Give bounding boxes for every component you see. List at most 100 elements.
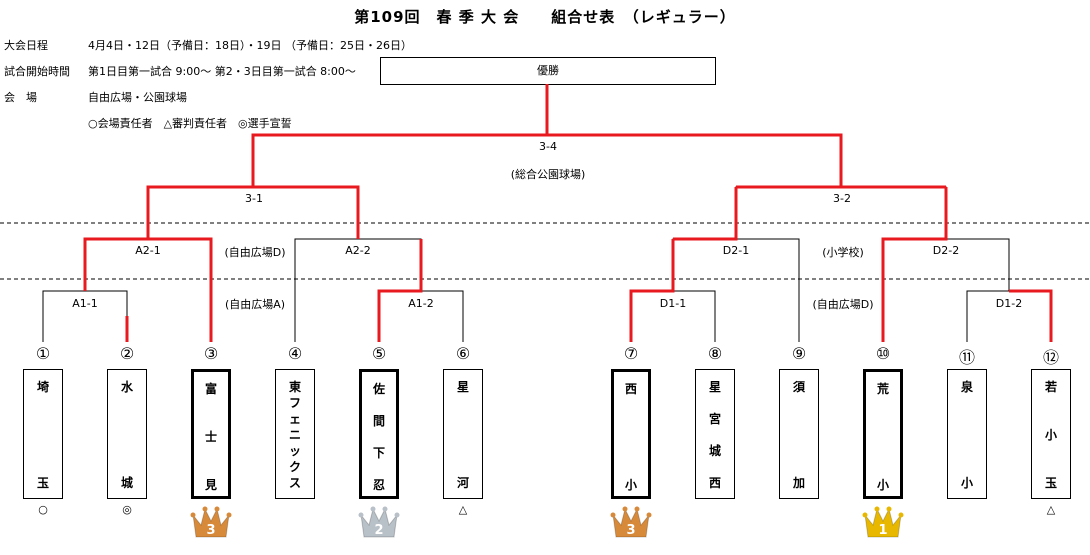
team-name-char: 小 — [876, 478, 889, 492]
page-title: 第109回 春 季 大 会 組合せ表 （レギュラー） — [354, 8, 736, 26]
team-number: ⑤ — [371, 344, 387, 363]
venue-value: 自由広場・公園球場 — [88, 91, 187, 104]
semi-left-label: 3-1 — [245, 192, 263, 205]
team-box: 埼玉 — [23, 369, 63, 499]
winner-box: 優勝 — [380, 57, 716, 85]
start-time-label: 試合開始時間 — [4, 65, 70, 78]
team-name-char: 小 — [1044, 428, 1057, 442]
final-venue: (総合公園球場) — [510, 168, 586, 181]
team-name-char: 須 — [792, 380, 805, 394]
win-path-d2-1 — [673, 187, 738, 241]
team-name-char: ス — [288, 476, 301, 490]
team-name-char: 下 — [372, 446, 385, 460]
semi-right-label: 3-2 — [833, 192, 851, 205]
team-number: ① — [35, 344, 51, 363]
team-name-char: 士 — [204, 430, 217, 444]
team-number: ② — [119, 344, 135, 363]
team-role-mark: ◎ — [122, 503, 132, 516]
team-name-char: 荒 — [876, 382, 889, 396]
team-box: 若小玉 — [1031, 369, 1071, 499]
team-number: ③ — [203, 344, 219, 363]
team-box: 西小 — [611, 369, 651, 499]
legend: ○会場責任者 △審判責任者 ◎選手宣誓 — [88, 117, 292, 130]
team-role-mark: △ — [1046, 503, 1056, 516]
team-name-char: 忍 — [372, 478, 385, 492]
crown-icon: 1 — [862, 506, 904, 538]
team-name-char: 埼 — [36, 380, 49, 394]
team-name-char: 城 — [120, 476, 133, 490]
dates-value: 4月4日・12日（予備日：18日）・19日 （予備日：25日・26日） — [88, 39, 412, 52]
team-role-mark: ○ — [38, 503, 48, 516]
team-name-char: 佐 — [372, 382, 385, 396]
team-box: 荒小 — [863, 369, 903, 499]
team-role-mark: △ — [458, 503, 468, 516]
team-name-char: 小 — [960, 476, 973, 490]
team-box: 東フェニックス — [275, 369, 315, 499]
win-path-nishi — [629, 239, 675, 342]
team-number: ⑪ — [958, 348, 975, 367]
venue-right-upper: (小学校) — [822, 246, 864, 259]
crown-rank: 3 — [626, 523, 635, 538]
team-number: ⑨ — [791, 344, 807, 363]
team-name-char: 玉 — [1044, 476, 1057, 490]
crown-rank: 3 — [206, 523, 215, 538]
team-name-char: 玉 — [36, 476, 49, 490]
round-a2-2: A2-2 — [345, 244, 371, 257]
round-a2-1: A2-1 — [135, 244, 161, 257]
win-path-araka — [881, 187, 948, 342]
round-d2-1: D2-1 — [722, 244, 750, 257]
team-number: ⑩ — [875, 344, 891, 363]
team-name-char: 富 — [204, 382, 217, 396]
team-name-char: 星 — [456, 380, 469, 394]
venue-label: 会 場 — [4, 91, 37, 104]
team-number: ⑧ — [707, 344, 723, 363]
team-name-char: フ — [288, 396, 301, 410]
team-name-char: 水 — [120, 380, 133, 394]
team-name-char: 宮 — [708, 412, 721, 426]
round-d1-1: D1-1 — [659, 297, 687, 310]
team-name-char: 西 — [624, 382, 637, 396]
team-name-char: 城 — [708, 444, 721, 458]
team-name-char: ク — [288, 460, 301, 474]
team-name-char: 加 — [792, 476, 805, 490]
team-number: ⑫ — [1042, 348, 1059, 367]
team-name-char: 若 — [1044, 380, 1057, 394]
round-a1-2: A1-2 — [408, 297, 434, 310]
team-box: 須加 — [779, 369, 819, 499]
crown-icon: 3 — [190, 506, 232, 538]
team-name-char: 東 — [288, 380, 301, 394]
team-name-char: 泉 — [960, 380, 973, 394]
dates-label: 大会日程 — [4, 39, 48, 52]
win-path-sakuma — [377, 239, 423, 342]
crown-icon: 2 — [358, 506, 400, 538]
final-label: 3-4 — [539, 140, 557, 153]
start-time-value: 第1日目第一試合 9:00～ 第2・3日目第一試合 8:00～ — [88, 65, 356, 78]
team-number: ⑦ — [623, 344, 639, 363]
team-name-char: 西 — [708, 476, 721, 490]
venue-right-lower: (自由広場D) — [812, 298, 874, 311]
team-number: ⑥ — [455, 344, 471, 363]
team-name-char: 見 — [204, 478, 217, 492]
win-path-wakakotama — [1009, 289, 1053, 342]
round-d2-2: D2-2 — [932, 244, 960, 257]
venue-left-lower: (自由広場A) — [224, 298, 286, 311]
team-box: 星宮城西 — [695, 369, 735, 499]
team-box: 泉小 — [947, 369, 987, 499]
team-name-char: 間 — [372, 414, 385, 428]
team-name-char: 小 — [624, 478, 637, 492]
team-box: 富士見 — [191, 369, 231, 499]
venue-left-upper: (自由広場D) — [224, 246, 286, 259]
team-name-char: ニ — [288, 428, 301, 442]
crown-icon: 3 — [610, 506, 652, 538]
round-a1-1: A1-1 — [72, 297, 98, 310]
team-name-char: ェ — [288, 412, 301, 426]
crown-rank: 1 — [878, 523, 887, 538]
team-name-char: 河 — [456, 476, 469, 490]
crown-rank: 2 — [374, 523, 383, 538]
team-box: 水城 — [107, 369, 147, 499]
team-box: 佐間下忍 — [359, 369, 399, 499]
round-d1-2: D1-2 — [995, 297, 1023, 310]
team-box: 星河 — [443, 369, 483, 499]
team-name-char: ッ — [288, 444, 301, 458]
